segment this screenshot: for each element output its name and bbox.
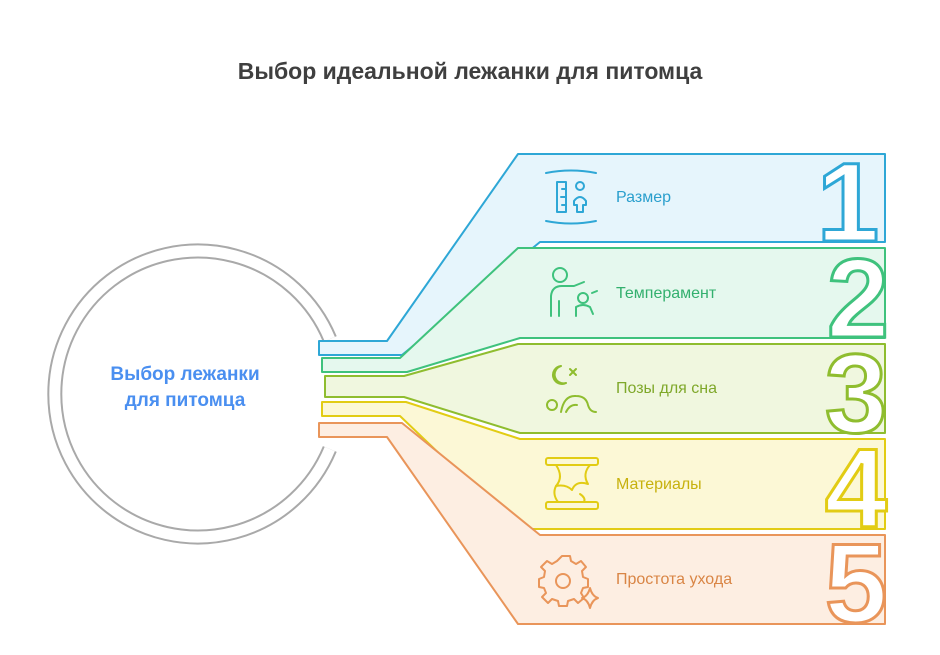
number-1: 1 (817, 140, 879, 265)
item-label-easy-care: Простота ухода (616, 571, 733, 588)
number-3: 3 (825, 331, 887, 456)
item-label-sleep-poses: Позы для сна (616, 380, 718, 397)
number-2: 2 (827, 236, 889, 361)
hub-label: Выбор лежанки для питомца (80, 362, 290, 414)
band-4 (321, 401, 886, 530)
item-label-materials: Материалы (616, 476, 702, 493)
ruler-person-icon (545, 169, 597, 225)
hub-label-line2: для питомца (124, 390, 246, 411)
band-5 (318, 422, 886, 625)
band-3 (324, 343, 886, 434)
person-petting-icon (550, 267, 598, 317)
number-4: 4 (825, 426, 887, 551)
band-2 (321, 247, 886, 373)
number-5: 5 (825, 521, 887, 646)
item-label-temperament: Темперамент (616, 285, 717, 302)
hub-label-line1: Выбор лежанки (110, 364, 260, 385)
materials-icon (545, 457, 599, 510)
item-label-size: Размер (616, 189, 671, 206)
gear-sparkle-icon (538, 555, 599, 609)
diagram-title: Выбор идеальной лежанки для питомца (237, 58, 703, 84)
sleep-pose-icon (546, 365, 597, 413)
